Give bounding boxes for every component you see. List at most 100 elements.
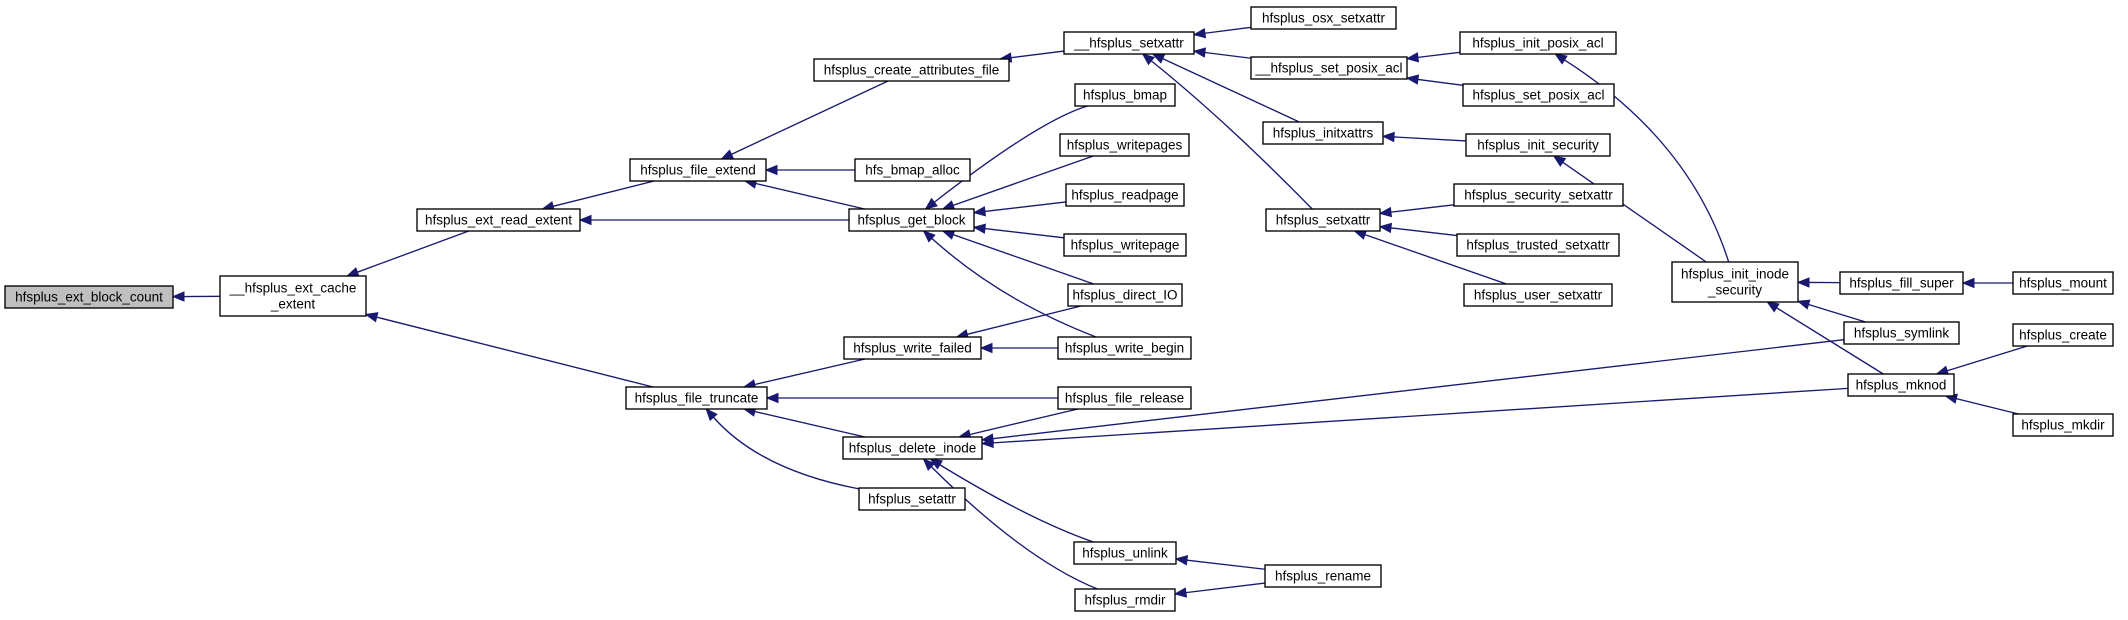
node-hfsplus-fill-super[interactable]: hfsplus_fill_super xyxy=(1839,271,1964,295)
edge-arrowhead xyxy=(1554,53,1568,65)
edge-hfsplus-init-security-to-hfsplus-initxattrs xyxy=(1393,136,1467,142)
edge-arrowhead xyxy=(924,197,938,210)
edge-hfsplus-mknod-to-hfsplus-delete-inode xyxy=(992,387,1849,444)
node-box xyxy=(1839,271,1964,295)
node-hfsplus-file-release[interactable]: hfsplus_file_release xyxy=(1057,386,1192,410)
node-box xyxy=(4,285,174,309)
node-hfs-bmap-alloc[interactable]: hfs_bmap_alloc xyxy=(854,158,971,182)
edge-arrowhead xyxy=(1796,277,1810,288)
node-box xyxy=(219,275,367,317)
edge-arrowhead xyxy=(922,458,936,471)
edge-arrowhead xyxy=(345,267,360,277)
node-layer: hfsplus_ext_block_count __hfsplus_ext_cac… xyxy=(4,6,2114,612)
node-label: hfsplus_create xyxy=(2019,328,2107,343)
node-box xyxy=(843,336,982,360)
node-hfsplus-mknod[interactable]: hfsplus_mknod xyxy=(1847,373,1955,397)
node-label: __hfsplus_setxattr xyxy=(1073,36,1184,51)
node-hfsplus-init-posix-acl[interactable]: hfsplus_init_posix_acl xyxy=(1459,31,1617,55)
node-hfsplus-user-setxattr[interactable]: hfsplus_user_setxattr xyxy=(1463,283,1613,307)
node-hfsplus-osx-setxattr[interactable]: hfsplus_osx_setxattr xyxy=(1250,6,1397,30)
node-box xyxy=(1671,261,1799,303)
node-label: hfsplus_direct_IO xyxy=(1072,288,1177,303)
node-hfsplus-setxattr[interactable]: __hfsplus_setxattr xyxy=(1063,31,1195,55)
node-hfsplus-security-setxattr[interactable]: hfsplus_security_setxattr xyxy=(1453,183,1624,207)
node-box xyxy=(1063,233,1187,257)
node-hfsplus-mount[interactable]: hfsplus_mount xyxy=(2012,271,2114,295)
node-hfsplus-create-attributes-file[interactable]: hfsplus_create_attributes_file xyxy=(813,58,1010,82)
node-label: hfsplus_init_security xyxy=(1477,138,1599,153)
node-hfsplus-setattr[interactable]: hfsplus_setattr xyxy=(858,487,966,511)
node-hfsplus-mkdir[interactable]: hfsplus_mkdir xyxy=(2012,413,2114,437)
edge-hfsplus-writepages-to-hfsplus-get-block xyxy=(952,155,1094,206)
node-hfsplus-bmap[interactable]: hfsplus_bmap xyxy=(1074,83,1176,107)
edge-hfsplus-init-inode-security-to-hfsplus-init-posix-acl xyxy=(1564,59,1730,263)
node-hfsplus-delete-inode[interactable]: hfsplus_delete_inode xyxy=(842,436,983,460)
edge-hfsplus-setxattr-to-hfsplus-setxattr xyxy=(1150,60,1313,210)
edge-layer xyxy=(171,26,2028,598)
node-hfsplus-rename[interactable]: hfsplus_rename xyxy=(1264,564,1382,588)
edge-hfsplus-write-failed-to-hfsplus-file-truncate xyxy=(754,358,866,386)
node-box xyxy=(1456,233,1620,257)
edge-hfsplus-init-inode-security-to-hfsplus-init-security xyxy=(1562,161,1707,263)
edge-arrowhead xyxy=(765,392,779,404)
node-label: __hfsplus_set_posix_acl xyxy=(1254,61,1402,76)
edge-hfsplus-create-to-hfsplus-mknod xyxy=(1946,345,2028,372)
node-hfsplus-ext-block-count[interactable]: hfsplus_ext_block_count xyxy=(4,285,174,309)
edge-hfsplus-write-begin-to-hfsplus-get-block xyxy=(931,237,1097,338)
node-label: hfsplus_security_setxattr xyxy=(1464,188,1613,203)
edge-arrowhead xyxy=(1961,277,1975,289)
node-hfsplus-set-posix-acl[interactable]: __hfsplus_set_posix_acl xyxy=(1250,56,1408,80)
node-label: hfsplus_ext_block_count xyxy=(15,290,163,305)
edge-hfsplus-ext-read-extent-to-hfsplus-ext-cache-extent xyxy=(357,230,469,273)
edge-hfsplus-delete-inode-to-hfsplus-file-truncate xyxy=(754,410,866,438)
node-hfsplus-init-security[interactable]: hfsplus_init_security xyxy=(1465,133,1611,157)
node-label: hfsplus_user_setxattr xyxy=(1474,288,1603,303)
edge-arrowhead xyxy=(1405,74,1420,85)
node-label: hfsplus_file_truncate xyxy=(635,391,759,406)
edge-arrowhead xyxy=(972,206,987,217)
node-label: hfsplus_init_posix_acl xyxy=(1472,36,1603,51)
node-hfsplus-rmdir[interactable]: hfsplus_rmdir xyxy=(1074,588,1176,612)
node-hfsplus-ext-cache-extent[interactable]: __hfsplus_ext_cache_extent xyxy=(219,275,367,317)
node-hfsplus-write-begin[interactable]: hfsplus_write_begin xyxy=(1057,336,1192,360)
node-box xyxy=(2012,323,2114,347)
node-hfsplus-setxattr[interactable]: hfsplus_setxattr xyxy=(1265,208,1381,232)
edge-arrowhead xyxy=(1796,299,1811,310)
node-hfsplus-ext-read-extent[interactable]: hfsplus_ext_read_extent xyxy=(416,208,581,232)
node-hfsplus-init-inode-security[interactable]: hfsplus_init_inode_security xyxy=(1671,261,1799,303)
node-hfsplus-create[interactable]: hfsplus_create xyxy=(2012,323,2114,347)
edge-hfsplus-bmap-to-hfsplus-get-block xyxy=(933,105,1088,203)
node-box xyxy=(1264,564,1382,588)
node-hfsplus-file-truncate[interactable]: hfsplus_file_truncate xyxy=(625,386,768,410)
node-hfsplus-trusted-setxattr[interactable]: hfsplus_trusted_setxattr xyxy=(1456,233,1620,257)
node-box xyxy=(1250,6,1397,30)
node-hfsplus-writepages[interactable]: hfsplus_writepages xyxy=(1059,133,1190,157)
node-box xyxy=(1250,56,1408,80)
node-box xyxy=(1057,336,1192,360)
node-label: hfsplus_bmap xyxy=(1083,88,1167,103)
node-hfsplus-set-posix-acl[interactable]: hfsplus_set_posix_acl xyxy=(1462,83,1615,107)
node-hfsplus-write-failed[interactable]: hfsplus_write_failed xyxy=(843,336,982,360)
node-hfsplus-symlink[interactable]: hfsplus_symlink xyxy=(1843,321,1960,345)
node-hfsplus-direct-IO[interactable]: hfsplus_direct_IO xyxy=(1067,283,1183,307)
node-label: hfsplus_file_extend xyxy=(640,163,756,178)
edge-hfsplus-file-truncate-to-hfsplus-ext-cache-extent xyxy=(376,316,654,388)
node-label: hfsplus_set_posix_acl xyxy=(1472,88,1604,103)
edge-hfsplus-setattr-to-hfsplus-file-truncate xyxy=(712,416,860,490)
node-hfsplus-initxattrs[interactable]: hfsplus_initxattrs xyxy=(1262,121,1384,145)
node-hfsplus-unlink[interactable]: hfsplus_unlink xyxy=(1073,541,1177,565)
node-hfsplus-readpage[interactable]: hfsplus_readpage xyxy=(1065,183,1185,207)
edge-hfsplus-rmdir-to-hfsplus-delete-inode xyxy=(930,466,1098,590)
edge-hfsplus-file-extend-to-hfsplus-ext-read-extent xyxy=(552,180,655,207)
node-hfsplus-writepage[interactable]: hfsplus_writepage xyxy=(1063,233,1187,257)
node-box xyxy=(858,487,966,511)
node-box xyxy=(1465,133,1611,157)
edge-hfsplus-symlink-to-hfsplus-init-inode-security xyxy=(1808,303,1866,323)
edge-hfsplus-direct-IO-to-hfsplus-write-failed xyxy=(967,305,1082,335)
edge-hfsplus-create-attributes-file-to-hfsplus-file-extend xyxy=(731,80,889,155)
node-hfsplus-get-block[interactable]: hfsplus_get_block xyxy=(848,208,975,232)
node-label: hfsplus_create_attributes_file xyxy=(824,63,1000,78)
node-hfsplus-file-extend[interactable]: hfsplus_file_extend xyxy=(629,158,767,182)
edge-hfsplus-direct-IO-to-hfsplus-get-block xyxy=(952,234,1094,285)
